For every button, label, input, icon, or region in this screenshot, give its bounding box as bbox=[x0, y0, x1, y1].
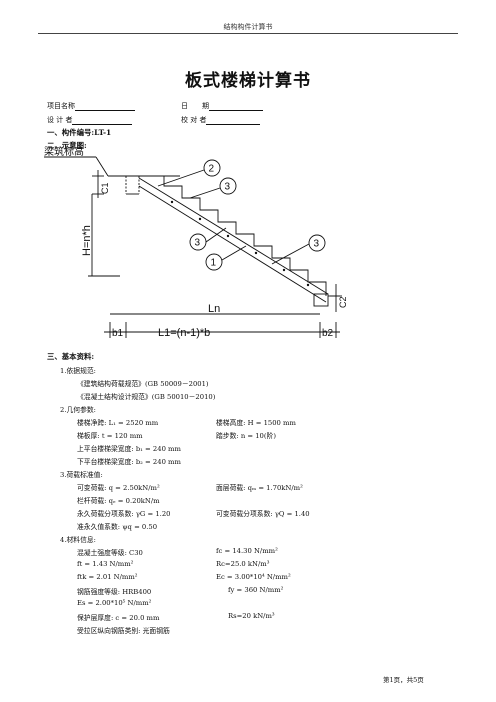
rebar-grade: 钢筋强度等级: HRB400 bbox=[77, 588, 152, 596]
callout-leader-3c bbox=[271, 243, 310, 265]
quasi-permanent-factor: 准永久值系数: ψq = 0.50 bbox=[77, 523, 158, 531]
date-label: 日 期 bbox=[181, 102, 209, 110]
checker-label: 校 对 者 bbox=[181, 116, 207, 124]
permanent-load-factor: 永久荷载分项系数: γG = 1.20 bbox=[77, 510, 171, 518]
cover-thickness: 保护层厚度: c = 20.0 mm bbox=[77, 614, 160, 622]
stair-steps bbox=[163, 176, 327, 296]
diagram-label-c2: C2 bbox=[338, 296, 348, 308]
upper-beam-width: 上平台楼梯梁宽度: b₁ = 240 mm bbox=[77, 445, 181, 453]
page-header: 结构构件计算书 bbox=[223, 23, 273, 31]
callout-label-3c: 3 bbox=[314, 239, 320, 250]
surface-load: 面层荷载: qₘ = 1.70kN/m² bbox=[216, 484, 303, 492]
callout-leader-3b bbox=[205, 227, 227, 243]
callout-label-3a: 3 bbox=[225, 182, 231, 193]
lower-beam bbox=[313, 293, 329, 307]
date-row: 日 期 bbox=[181, 101, 263, 111]
rebar-dot bbox=[306, 283, 310, 287]
callout-label-3b: 3 bbox=[195, 238, 201, 249]
item-loads: 3.荷载标准值: bbox=[60, 471, 103, 479]
code-load: 《建筑结构荷载规范》(GB 50009－2001) bbox=[77, 380, 209, 388]
step-count: 踏步数: n = 10(阶) bbox=[216, 432, 276, 440]
designer-label: 设 计 者 bbox=[47, 116, 73, 124]
rail-load: 栏杆荷载: qₑ = 0.20kN/m bbox=[77, 497, 160, 505]
callout-leader-2 bbox=[157, 169, 205, 187]
rebar-dot bbox=[198, 217, 202, 221]
concrete-ec: Ec = 3.00*10⁴ N/mm² bbox=[216, 573, 291, 581]
diagram-label-title: 梁筑标高 bbox=[44, 146, 84, 158]
lower-beam-width: 下平台楼梯梁宽度: b₂ = 240 mm bbox=[77, 458, 181, 466]
rebar-dot bbox=[170, 200, 174, 204]
rebar-dot bbox=[254, 251, 258, 255]
callout-circle-1 bbox=[205, 253, 223, 271]
diagram-label-b1: b1 bbox=[112, 328, 124, 339]
diagram-label-ln: Ln bbox=[208, 303, 220, 315]
title-leader bbox=[95, 156, 109, 177]
concrete-grade: 混凝土强度等级: C30 bbox=[77, 549, 143, 557]
concrete-ftk: ftk = 2.01 N/mm² bbox=[77, 573, 138, 581]
rebar-es: Es = 2.00*10⁵ N/mm² bbox=[77, 599, 152, 607]
rebar-dot bbox=[282, 268, 286, 272]
slab-top-line bbox=[138, 177, 329, 295]
checker-row: 校 对 者 bbox=[181, 115, 261, 125]
callout-label-1: 1 bbox=[211, 258, 217, 269]
section-diagram: 二、示意图: bbox=[47, 141, 87, 150]
item-geometry: 2.几何参数: bbox=[60, 406, 96, 414]
item-code-basis: 1.依据规范: bbox=[60, 367, 96, 375]
project-name-row: 项目名称 bbox=[47, 101, 135, 111]
stair-diagram: 梁筑标高 C1 H=n*h C2 Ln b1 L1=(n-1)*b b2 2 3… bbox=[44, 146, 348, 339]
checker-field bbox=[206, 116, 261, 125]
date-field bbox=[209, 102, 263, 111]
page-number: 第1页，共5页 bbox=[383, 676, 424, 684]
live-load: 可变荷载: q = 2.50kN/m² bbox=[77, 484, 160, 492]
project-name-label: 项目名称 bbox=[47, 102, 75, 110]
document-title: 板式楼梯计算书 bbox=[185, 71, 311, 91]
concrete-fc: fc = 14.30 N/mm² bbox=[216, 547, 278, 555]
diagram-label-h: H=n*h bbox=[81, 225, 93, 256]
section-component-id: 一、构件编号:LT-1 bbox=[47, 128, 112, 137]
surface-density: Rs=20 kN/m³ bbox=[228, 612, 275, 620]
diagram-label-b2: b2 bbox=[322, 328, 334, 339]
slab-bottom-line bbox=[138, 185, 327, 303]
concrete-density: Rc=25.0 kN/m³ bbox=[216, 560, 270, 568]
concrete-ft: ft = 1.43 N/mm² bbox=[77, 560, 134, 568]
rebar-fy: fy = 360 N/mm² bbox=[228, 586, 284, 594]
rebar-type: 受拉区纵向钢筋类别: 光面钢筋 bbox=[77, 627, 170, 635]
callout-circle-3a bbox=[219, 177, 237, 195]
clear-span: 楼梯净跨: L₁ = 2520 mm bbox=[77, 419, 159, 427]
stair-height: 楼梯高度: H = 1500 mm bbox=[216, 419, 296, 427]
designer-row: 设 计 者 bbox=[47, 115, 133, 125]
diagram-label-c1: C1 bbox=[100, 182, 110, 194]
section-basic-data: 三、基本资料: bbox=[47, 352, 95, 361]
callout-label-2: 2 bbox=[209, 164, 215, 175]
diagram-label-l1: L1=(n-1)*b bbox=[158, 327, 210, 339]
rebar-dot bbox=[226, 234, 230, 238]
callout-circle-2 bbox=[203, 159, 221, 177]
designer-field bbox=[72, 116, 133, 125]
project-name-field bbox=[75, 102, 135, 111]
header-divider bbox=[38, 33, 458, 34]
callout-leader-1 bbox=[221, 245, 247, 261]
item-materials: 4.材料信息: bbox=[60, 536, 96, 544]
slab-thickness: 梯板厚: t = 120 mm bbox=[77, 432, 143, 440]
callout-circle-3c bbox=[308, 234, 326, 252]
callout-leader-3a bbox=[189, 187, 221, 199]
code-concrete: 《混凝土结构设计规范》(GB 50010－2010) bbox=[77, 393, 216, 401]
variable-load-factor: 可变荷载分项系数: γQ = 1.40 bbox=[216, 510, 310, 518]
